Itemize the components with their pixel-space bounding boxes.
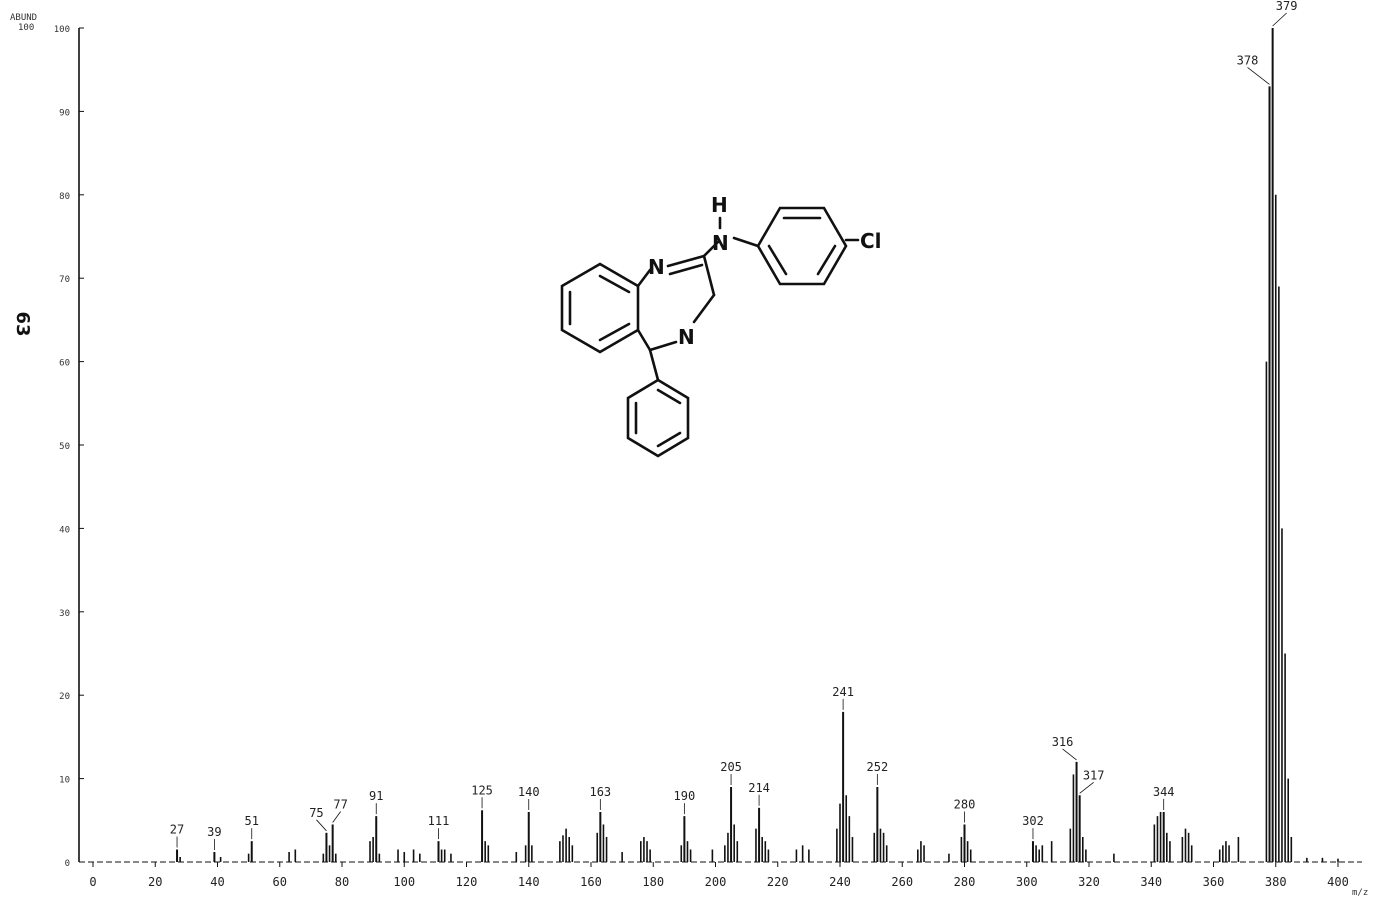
chlorophenyl-double-bond — [816, 244, 837, 276]
peak-leader-line — [332, 811, 341, 823]
x-tick-label: 240 — [829, 875, 851, 889]
peak-label: 75 — [309, 806, 323, 820]
x-tick-label: 360 — [1203, 875, 1225, 889]
amine-bond — [702, 240, 720, 258]
ring-bond-double — [668, 263, 704, 276]
x-tick-label: 220 — [767, 875, 789, 889]
peak-label: 241 — [832, 685, 854, 699]
peak-label: 140 — [518, 785, 540, 799]
x-tick-label: 260 — [891, 875, 913, 889]
x-tick-label: 320 — [1078, 875, 1100, 889]
ring-bond — [636, 328, 652, 352]
y-axis-ticks: 0 10 20 30 40 50 60 70 80 90 100 — [54, 25, 84, 869]
atom-label-n-ring: N — [678, 325, 695, 349]
y-tick-label: 10 — [59, 776, 70, 786]
ring-bond — [702, 254, 716, 297]
minor-peak-series — [179, 194, 1339, 862]
atom-label-n-imine: N — [648, 255, 665, 279]
y-tick-label: 100 — [54, 25, 70, 35]
peak-label: 280 — [954, 797, 976, 811]
chlorophenyl-double-bond — [767, 244, 788, 276]
x-tick-label: 200 — [705, 875, 727, 889]
corner-label-100: 100 — [18, 23, 34, 33]
phenyl-double-bond — [656, 431, 682, 448]
peak-leader-line — [1079, 781, 1094, 794]
x-axis-ticks: 0 20 40 60 80 100 120 140 160 180 200 220 240 260 280 3… — [89, 862, 1349, 889]
peak-label: 51 — [245, 814, 259, 828]
peak-label: 378 — [1237, 53, 1259, 67]
atom-label-h: H — [711, 193, 728, 217]
atom-label-cl: Cl — [860, 229, 882, 253]
phenyl-bond — [648, 348, 660, 382]
peak-leader-line — [1247, 67, 1270, 85]
chlorophenyl-ring — [756, 206, 848, 286]
x-tick-label: 60 — [273, 875, 287, 889]
peak-label: 317 — [1083, 768, 1105, 782]
peak-label: 125 — [471, 783, 493, 797]
peak-label: 302 — [1022, 814, 1044, 828]
y-tick-label: 20 — [59, 692, 70, 702]
x-tick-label: 280 — [954, 875, 976, 889]
benzo-ring-double-bond — [598, 322, 631, 342]
x-tick-label: 100 — [393, 875, 415, 889]
ring-bond — [648, 340, 678, 352]
x-tick-label: 80 — [335, 875, 349, 889]
peak-label: 91 — [369, 789, 383, 803]
y-tick-label: 60 — [59, 359, 70, 369]
peak-label: 316 — [1052, 735, 1074, 749]
x-tick-label: 180 — [642, 875, 664, 889]
x-tick-label: 140 — [518, 875, 540, 889]
y-tick-label: 70 — [59, 275, 70, 285]
x-tick-label: 40 — [210, 875, 224, 889]
peak-leader-line — [1272, 12, 1287, 27]
peak-label: 344 — [1153, 785, 1175, 799]
peak-label: 163 — [589, 785, 611, 799]
peak-label: 205 — [720, 760, 742, 774]
x-tick-label: 0 — [89, 875, 96, 889]
peak-label: 252 — [867, 760, 889, 774]
x-tick-label: 120 — [456, 875, 478, 889]
y-tick-label: 50 — [59, 442, 70, 452]
atom-label-n-amine: N — [712, 231, 729, 255]
x-tick-label: 380 — [1265, 875, 1287, 889]
x-axis-label: m/z — [1352, 888, 1368, 897]
y-tick-label: 80 — [59, 192, 70, 202]
y-tick-label: 30 — [59, 609, 70, 619]
peak-label: 39 — [207, 825, 221, 839]
x-tick-label: 400 — [1327, 875, 1349, 889]
x-tick-label: 300 — [1016, 875, 1038, 889]
aryl-bond — [732, 236, 760, 248]
x-tick-label: 20 — [148, 875, 162, 889]
peak-label: 77 — [333, 797, 347, 811]
peak-label: 190 — [674, 789, 696, 803]
peak-leader-line — [1062, 748, 1077, 761]
peak-label: 111 — [428, 814, 450, 828]
y-tick-label: 40 — [59, 525, 70, 535]
x-tick-label: 160 — [580, 875, 602, 889]
y-tick-label: 0 — [65, 859, 70, 869]
x-tick-label: 340 — [1140, 875, 1162, 889]
peak-leader-line — [316, 819, 327, 832]
ring-bond-double — [666, 254, 706, 268]
peak-label: 214 — [748, 781, 770, 795]
ring-bond — [692, 293, 716, 324]
peak-label: 379 — [1276, 0, 1298, 13]
benzo-ring-double-bond — [598, 274, 631, 294]
corner-label-abund: ABUND — [10, 13, 37, 23]
ring-bond — [636, 268, 652, 288]
phenyl-double-bond — [656, 388, 682, 405]
y-tick-label: 90 — [59, 108, 70, 118]
molecule-structure: H N N N Cl — [560, 193, 882, 458]
labeled-peak-series: 27 39 51 75 77 91 111 125 140 163 190 205 214 241 252 2… — [170, 0, 1298, 862]
phenyl-ring — [626, 378, 690, 458]
peak-label: 27 — [170, 822, 184, 836]
